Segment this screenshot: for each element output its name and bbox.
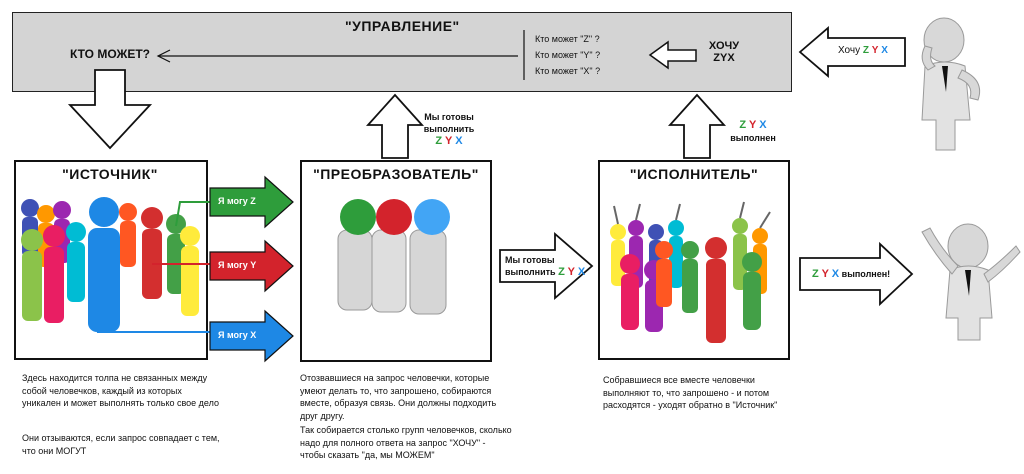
ican-x-arrow	[209, 309, 294, 363]
management-title: "УПРАВЛЕНИЕ"	[345, 18, 460, 34]
crowd-picture	[21, 197, 200, 332]
done-arrow	[799, 241, 914, 307]
converter-title: "ПРЕОБРАЗОВАТЕЛЬ"	[313, 166, 479, 182]
ican-x-label: Я могу X	[218, 330, 257, 340]
down-arrow-to-source	[67, 69, 153, 150]
source-connector-lines	[96, 201, 210, 333]
ican-y-arrow	[209, 239, 294, 293]
ican-arrows	[209, 175, 294, 363]
executor-done-label: Z Y X выполнен	[730, 119, 776, 143]
done-arrow-label: Z Y X выполнен!	[812, 268, 891, 280]
ican-y-label: Я могу Y	[218, 260, 257, 270]
ready-arrow	[499, 232, 594, 300]
query-z: Кто может "Z" ?	[535, 34, 600, 44]
query-y: Кто может "Y" ?	[535, 50, 601, 60]
client-want-text: Хочу Z Y X	[838, 45, 888, 56]
client-thinking-figure	[921, 17, 981, 151]
ready-arrow-label: Мы готовы выполнить Z Y X	[505, 255, 586, 278]
converter-picture	[337, 199, 450, 315]
want-label: ХОЧУ ZYX	[708, 40, 740, 64]
executor-title: "ИСПОЛНИТЕЛЬ"	[629, 166, 759, 182]
up-arrow-executor	[667, 93, 727, 159]
who-can-arrow	[156, 30, 525, 80]
executor-description: Собравшиеся все вместе человечки выполня…	[603, 375, 778, 410]
executor-picture	[610, 201, 771, 343]
want-arrow-inner	[648, 40, 697, 70]
source-title: "ИСТОЧНИК"	[62, 166, 158, 182]
converter-ready-label: Мы готовы выполнить Z Y X	[423, 112, 475, 147]
source-description: Здесь находится толпа не связанных между…	[22, 373, 219, 408]
client-want-arrow	[798, 26, 906, 78]
ican-z-label: Я могу Z	[218, 196, 256, 206]
converter-description: Отозвавшиеся на запрос человечки, которы…	[300, 373, 497, 421]
ican-z-arrow	[209, 175, 294, 229]
query-x: Кто может "X" ?	[535, 66, 601, 76]
who-can-label: КТО МОЖЕТ?	[70, 47, 151, 61]
client-happy-figure	[921, 223, 1021, 341]
converter-description-2: Так собирается столько групп человечков,…	[300, 425, 512, 460]
source-description-2: Они отзываются, если запрос совпадает с …	[22, 433, 220, 456]
up-arrow-converter	[365, 93, 425, 159]
